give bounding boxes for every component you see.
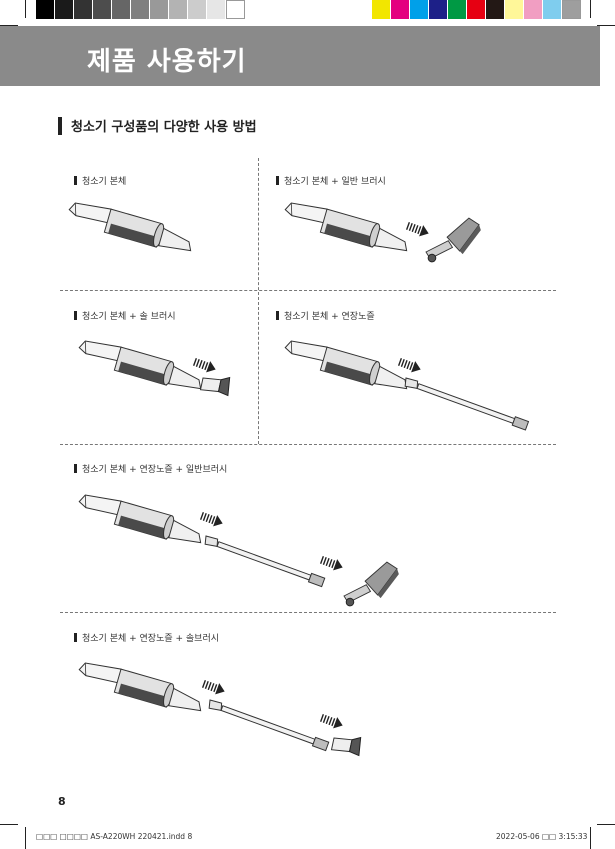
- footer-file-info: □□□ □□□□ AS-A220WH 220421.indd 8: [36, 832, 193, 841]
- floor-brush-illustration: [425, 217, 481, 263]
- crop-mark: [597, 25, 615, 26]
- calibration-swatch: [150, 0, 169, 19]
- calibration-swatch: [505, 0, 524, 19]
- calibration-swatch: [207, 0, 226, 19]
- crop-mark: [25, 827, 26, 849]
- calibration-swatch: [74, 0, 93, 19]
- color-calibration-bar: [372, 0, 581, 20]
- crop-mark: [0, 824, 18, 825]
- calibration-swatch: [448, 0, 467, 19]
- calibration-swatch: [429, 0, 448, 19]
- insert-arrow-icon: [199, 512, 223, 527]
- config-label: 청소기 본체 + 연장노즐: [276, 309, 375, 322]
- vertical-divider: [258, 158, 259, 444]
- config-label: 청소기 본체 + 연장노즐 + 솔브러시: [74, 631, 219, 644]
- calibration-swatch: [169, 0, 188, 19]
- calibration-swatch: [112, 0, 131, 19]
- insert-arrow-icon: [319, 556, 343, 571]
- calibration-swatch: [36, 0, 55, 19]
- horizontal-divider: [60, 290, 556, 291]
- bristle-brush-illustration: [199, 376, 231, 397]
- header-band: [0, 26, 600, 86]
- calibration-swatch: [486, 0, 505, 19]
- calibration-swatch: [391, 0, 410, 19]
- config-label: 청소기 본체 + 연장노즐 + 일반브러시: [74, 462, 227, 475]
- section-heading: 청소기 구성품의 다양한 사용 방법: [71, 120, 257, 135]
- calibration-swatch: [562, 0, 581, 19]
- insert-arrow-icon: [405, 222, 429, 237]
- calibration-swatch: [543, 0, 562, 19]
- calibration-swatch: [372, 0, 391, 19]
- calibration-swatch: [524, 0, 543, 19]
- vacuum-body-illustration: [78, 662, 202, 712]
- crop-mark: [597, 824, 615, 825]
- vacuum-body-illustration: [284, 202, 408, 252]
- gray-calibration-bar: [36, 0, 245, 20]
- insert-arrow-icon: [201, 680, 225, 695]
- insert-arrow-icon: [397, 358, 421, 373]
- floor-brush-illustration: [343, 561, 399, 607]
- footer-date-time: 2022-05-06 □□ 3:15:33: [496, 832, 588, 841]
- calibration-swatch: [410, 0, 429, 19]
- section-marker: [58, 117, 62, 135]
- calibration-swatch: [55, 0, 74, 19]
- bristle-brush-illustration: [330, 736, 362, 757]
- config-label: 청소기 본체 + 일반 브러시: [276, 174, 386, 187]
- vacuum-body-illustration: [78, 340, 202, 390]
- horizontal-divider: [60, 444, 556, 445]
- crop-mark: [590, 0, 591, 18]
- calibration-swatch: [93, 0, 112, 19]
- extension-nozzle-illustration: [404, 377, 530, 431]
- calibration-swatch: [226, 0, 245, 19]
- calibration-swatch: [131, 0, 150, 19]
- insert-arrow-icon: [192, 358, 216, 373]
- calibration-swatch: [188, 0, 207, 19]
- vacuum-body-illustration: [68, 202, 192, 252]
- crop-mark: [25, 0, 26, 18]
- extension-nozzle-illustration: [204, 535, 326, 588]
- insert-arrow-icon: [319, 714, 343, 729]
- page-number: 8: [58, 795, 66, 808]
- vacuum-body-illustration: [78, 494, 202, 544]
- config-label: 청소기 본체: [74, 174, 126, 187]
- calibration-swatch: [467, 0, 486, 19]
- config-label: 청소기 본체 + 솔 브러시: [74, 309, 176, 322]
- horizontal-divider: [60, 612, 556, 613]
- page-title: 제품 사용하기: [87, 47, 247, 77]
- vacuum-body-illustration: [284, 340, 408, 390]
- crop-mark: [590, 827, 591, 849]
- crop-mark: [0, 25, 18, 26]
- extension-nozzle-illustration: [208, 699, 330, 752]
